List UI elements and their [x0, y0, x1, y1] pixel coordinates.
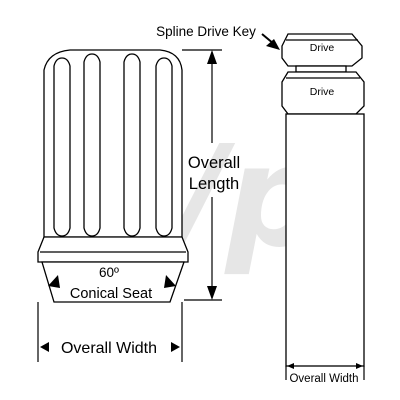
key-width-arrowheads — [287, 363, 363, 369]
seat-angle-label: 60º — [99, 265, 119, 280]
key-width-dimension — [285, 366, 365, 380]
overall-length-dimension — [182, 49, 222, 301]
lug-nut-flange — [37, 236, 189, 263]
key-shaft — [285, 113, 365, 367]
spline-drive-key-pointer — [261, 33, 280, 50]
lug-width-dimension — [37, 302, 183, 362]
drive-hex-top — [281, 33, 363, 67]
drive-label-top: Drive — [310, 42, 335, 54]
lug-width-label: Overall Width — [61, 340, 157, 357]
lug-nut-body — [43, 49, 183, 238]
drive-label-bottom: Drive — [310, 86, 335, 98]
spline-drive-key-label: Spline Drive Key — [156, 24, 256, 39]
conical-seat — [41, 261, 185, 303]
conical-seat-label: Conical Seat — [70, 286, 152, 302]
overall-length-label-line1: Overall — [188, 154, 240, 172]
seat-angle-arrows — [48, 275, 176, 288]
spline-grooves — [53, 53, 173, 237]
overall-length-label-line2: Length — [189, 175, 239, 193]
lug-width-arrowheads — [40, 342, 180, 352]
drive-hex-bottom — [281, 71, 365, 115]
spline-drive-key-tool — [281, 33, 365, 367]
spline-lug-nut — [37, 49, 189, 303]
drive-neck — [295, 65, 347, 73]
overall-length-arrowheads — [207, 50, 217, 300]
key-width-label: Overall Width — [289, 373, 358, 385]
